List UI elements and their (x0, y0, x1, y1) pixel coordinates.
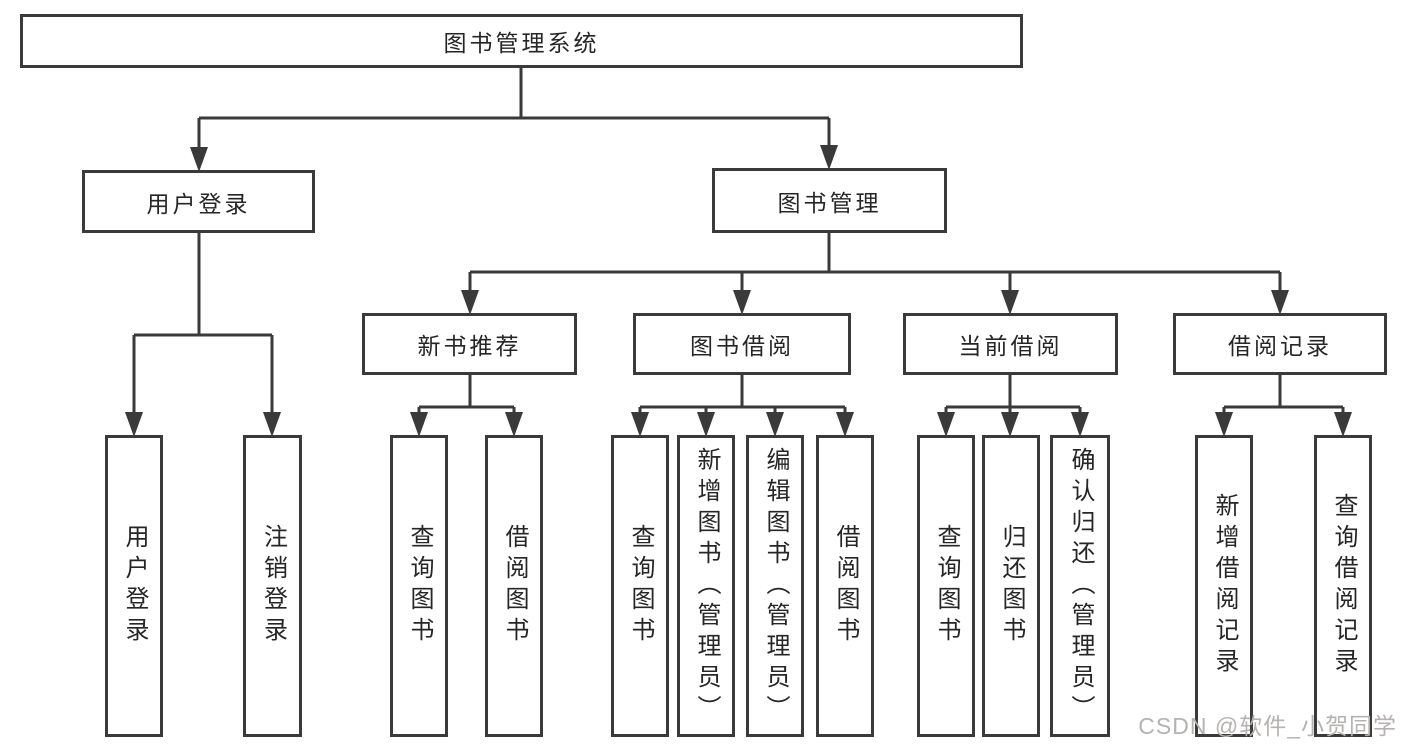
leaf-borrow-books-recommend: 借阅图书 (485, 435, 543, 737)
leaf-query-books-borrow: 查询图书 (611, 435, 669, 737)
arrowhead (505, 412, 523, 437)
leaf-confirm-return-admin: 确认归还（管理员） (1050, 435, 1110, 737)
arrowhead (190, 147, 208, 172)
arrowhead (836, 412, 854, 437)
node-borrow-records: 借阅记录 (1173, 313, 1387, 375)
arrowhead (733, 290, 751, 315)
arrowhead (461, 290, 479, 315)
connector-book-borrow-branch (638, 375, 847, 420)
arrowhead (937, 412, 955, 437)
leaf-add-borrow-record: 新增借阅记录 (1195, 435, 1253, 737)
connector-borrow-records-branch (1222, 375, 1345, 420)
node-book-management: 图书管理 (712, 168, 947, 233)
leaf-add-books-admin: 新增图书（管理员） (677, 435, 735, 737)
leaf-edit-books-admin: 编辑图书（管理员） (746, 435, 804, 737)
connector-book-mgmt-branch (468, 233, 1282, 298)
arrowhead (1334, 412, 1352, 437)
node-new-book-recommend: 新书推荐 (362, 313, 577, 375)
arrowhead (1071, 412, 1089, 437)
leaf-query-borrow-record: 查询借阅记录 (1314, 435, 1372, 737)
arrowhead (410, 412, 428, 437)
leaf-borrow-books: 借阅图书 (816, 435, 874, 737)
connector-new-books-branch (417, 375, 516, 420)
arrowhead (1215, 412, 1233, 437)
arrowhead (697, 412, 715, 437)
arrowhead (820, 145, 838, 170)
arrowhead (766, 412, 784, 437)
leaf-logout: 注销登录 (243, 435, 302, 737)
arrowhead (1001, 290, 1019, 315)
node-root-system: 图书管理系统 (20, 14, 1023, 68)
arrowheads (125, 145, 1352, 437)
arrowhead (631, 412, 649, 437)
node-user-login: 用户登录 (82, 170, 315, 233)
arrowhead (263, 412, 281, 437)
leaf-return-books: 归还图书 (982, 435, 1040, 737)
leaf-user-login: 用户登录 (105, 435, 163, 737)
arrowhead (1001, 412, 1019, 437)
leaf-query-books-recommend: 查询图书 (390, 435, 448, 737)
csdn-watermark: CSDN @软件_小贺同学 (1138, 713, 1397, 739)
connector-user-login-branch (132, 233, 274, 420)
arrowhead (1271, 290, 1289, 315)
leaf-query-books-current: 查询图书 (917, 435, 975, 737)
arrowhead (125, 412, 143, 437)
node-book-borrow: 图书借阅 (633, 313, 851, 375)
connector-root-branch (197, 68, 831, 155)
node-current-borrow: 当前借阅 (903, 313, 1118, 375)
